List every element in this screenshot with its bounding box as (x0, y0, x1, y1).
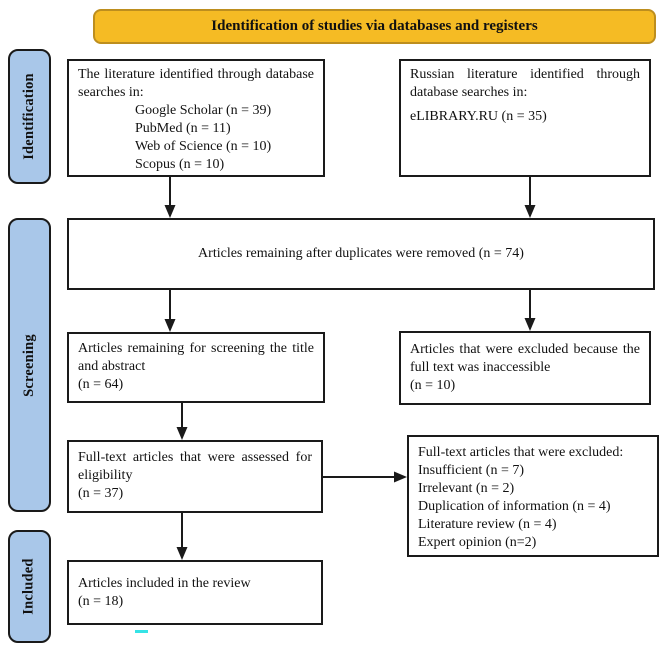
box-duplicates-removed-text: Articles remaining after duplicates were… (198, 246, 524, 262)
reason-item: Duplication of information (n = 4) (418, 498, 611, 514)
stage-label-included-text: Included (21, 558, 37, 615)
box-included-in-review: Articles included in the review (n = 18) (67, 560, 323, 625)
reason-item: Irrelevant (n = 2) (418, 480, 515, 496)
box-eligibility-text: Full-text articles that were assessed fo… (78, 450, 312, 483)
box-screening-count: (n = 64) (78, 376, 124, 392)
arrow-eligibility-to-excluded (323, 471, 407, 483)
arrow-eligibility-to-included (176, 513, 188, 560)
box-fulltext-excluded-reasons: Full-text articles that were excluded: I… (407, 435, 659, 557)
source-item: Google Scholar (n = 39) (135, 102, 272, 118)
source-item: Scopus (n = 10) (135, 156, 225, 172)
box-databases-russian: Russian literature identified through da… (399, 59, 651, 177)
box-screening-title-abstract: Articles remaining for screening the tit… (67, 332, 325, 403)
box-included-text: Articles included in the review (78, 575, 251, 591)
box-screening-text: Articles remaining for screening the tit… (78, 341, 314, 374)
box-duplicates-removed: Articles remaining after duplicates were… (67, 218, 655, 290)
source-item: PubMed (n = 11) (135, 120, 231, 136)
source-item: Web of Science (n = 10) (135, 138, 272, 154)
stage-label-screening-text: Screening (21, 333, 38, 397)
source-item: eLIBRARY.RU (n = 35) (410, 108, 547, 124)
banner-title-text: Identification of studies via databases … (211, 18, 538, 34)
reason-item: Insufficient (n = 7) (418, 462, 524, 478)
arrow-dbleft-to-duplicates (164, 177, 176, 218)
box-fulltext-eligibility: Full-text articles that were assessed fo… (67, 440, 323, 513)
reason-item: Expert opinion (n=2) (418, 534, 537, 550)
box-inaccessible-count: (n = 10) (410, 377, 456, 393)
arrow-duplicates-to-screening (164, 290, 176, 332)
box-databases-international: The literature identified through databa… (67, 59, 325, 177)
box-eligibility-count: (n = 37) (78, 485, 124, 501)
box-included-count: (n = 18) (78, 593, 124, 609)
box-inaccessible-text: Articles that were excluded because the … (410, 342, 640, 375)
stage-label-identification-text: Identification (21, 73, 37, 160)
reason-item: Literature review (n = 4) (418, 516, 557, 532)
arrow-dbright-to-duplicates (524, 177, 536, 218)
box-excluded-inaccessible: Articles that were excluded because the … (399, 331, 651, 405)
stage-label-screening: Screening (8, 218, 51, 512)
cyan-artifact-mark (135, 630, 148, 633)
banner-title: Identification of studies via databases … (93, 9, 656, 44)
arrow-duplicates-to-inaccessible (524, 290, 536, 331)
box-databases-international-intro: The literature identified through databa… (78, 67, 314, 100)
box-excluded-title: Full-text articles that were excluded: (418, 445, 624, 460)
stage-label-identification: Identification (8, 49, 51, 184)
stage-label-included: Included (8, 530, 51, 643)
arrow-screening-to-eligibility (176, 403, 188, 440)
box-databases-russian-intro: Russian literature identified through da… (410, 67, 640, 100)
